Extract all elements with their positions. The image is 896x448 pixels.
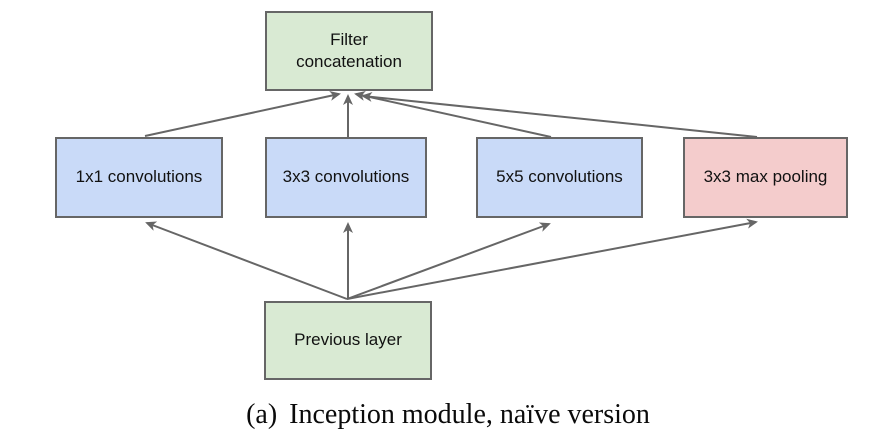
node-filter-concatenation: Filter concatenation (265, 11, 433, 91)
node-previous-layer: Previous layer (264, 301, 432, 380)
node-3x3-convolutions: 3x3 convolutions (265, 137, 427, 218)
node-3x3-max-pooling: 3x3 max pooling (683, 137, 848, 218)
node-5x5-convolutions: 5x5 convolutions (476, 137, 643, 218)
edge-conv1-to-concat (144, 91, 341, 137)
figure-caption-text: Inception module, naïve version (289, 399, 650, 430)
edge-conv5-to-concat (354, 91, 552, 138)
edge-prev-to-maxpool (346, 218, 758, 300)
edge-prev-to-conv1 (145, 221, 348, 300)
node-1x1-convolutions: 1x1 convolutions (55, 137, 223, 218)
edge-prev-to-conv5 (346, 222, 551, 300)
figure-caption-index: (a) (246, 399, 278, 430)
edge-maxpool-to-concat (361, 91, 758, 138)
figure-caption: (a) Inception module, naïve version (0, 399, 896, 431)
